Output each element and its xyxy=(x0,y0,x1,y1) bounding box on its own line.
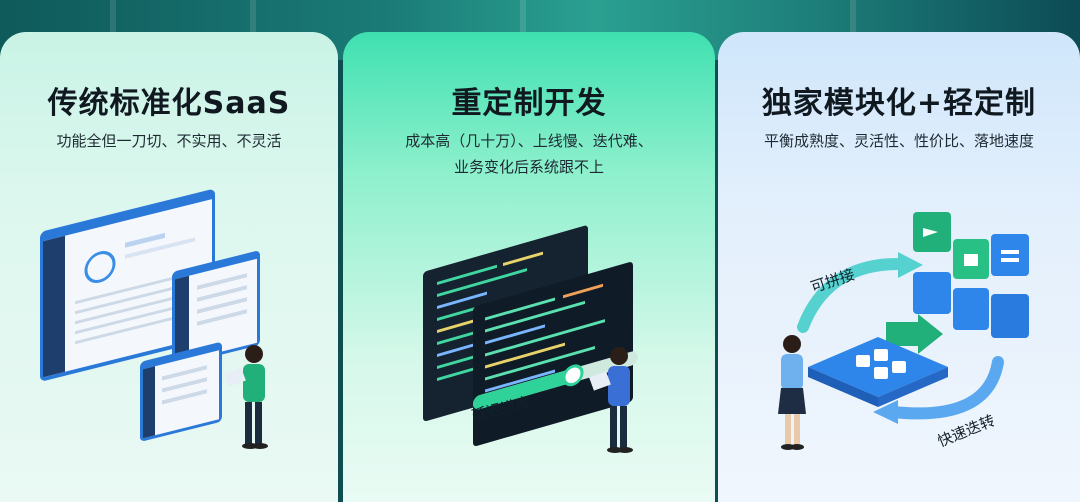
card-title: 传统标准化SaaS xyxy=(47,86,291,121)
card-subtitle-line-1: 成本高（几十万）、上线慢、迭代难、 xyxy=(405,132,653,150)
modular-blocks-illustration-icon xyxy=(778,212,1029,450)
card-modular-custom: 独家模块化+轻定制 平衡成熟度、灵活性、性价比、落地速度 xyxy=(718,32,1080,502)
card-standard-saas: 传统标准化SaaS 功能全但一刀切、不实用、不灵活 xyxy=(0,32,338,502)
code-illustration-icon xyxy=(423,225,638,453)
card-title: 重定制开发 xyxy=(451,86,607,121)
card-subtitle: 平衡成熟度、灵活性、性价比、落地速度 xyxy=(763,132,1034,150)
background-stripe xyxy=(520,0,526,40)
background-stripe xyxy=(250,0,256,40)
card-title: 独家模块化+轻定制 xyxy=(761,86,1037,121)
card-heavy-custom: 重定制开发 成本高（几十万）、上线慢、迭代难、 业务变化后系统跟不上 xyxy=(343,32,715,502)
dashboard-illustration-icon xyxy=(40,189,268,449)
card-subtitle-line-2: 业务变化后系统跟不上 xyxy=(453,158,604,176)
card-subtitle: 功能全但一刀切、不实用、不灵活 xyxy=(56,132,282,150)
background-stripe xyxy=(850,0,856,40)
background-stripe xyxy=(110,0,116,40)
